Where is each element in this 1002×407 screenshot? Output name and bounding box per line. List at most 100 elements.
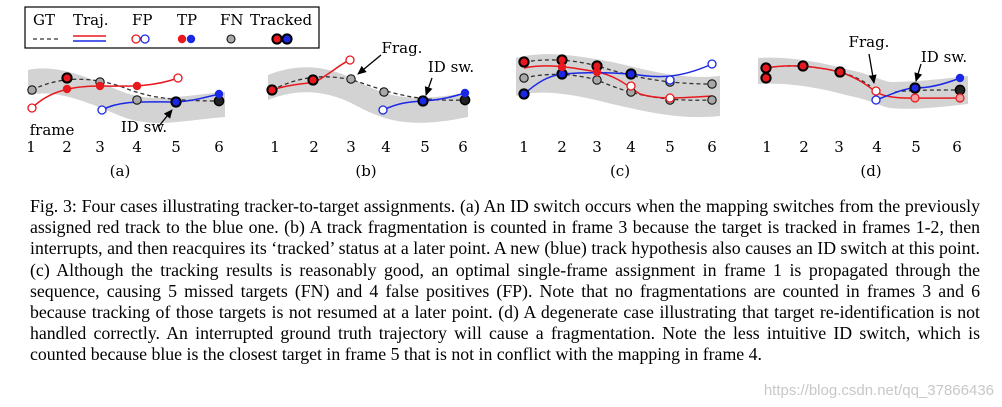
legend-tp-label: TP [177,11,197,29]
panel-a-gt-line [31,78,221,102]
legend-gt-label: GT [33,11,55,29]
panel-c-tp-marker [557,62,567,72]
panel-a-tracked-marker [170,96,182,108]
panel-d-frag-label: Frag. [849,33,890,51]
panel-a-gt-marker [27,85,37,95]
panel-d-gt-line-right [894,89,961,93]
panel-a-gt-band [28,68,225,123]
legend-tracked-red-marker [271,33,283,45]
panel-a-tp-marker [62,84,72,94]
panel-c-frame-tick: 2 [557,138,567,156]
panel-a-frame-label: frame [30,121,75,139]
legend-fn-marker [226,34,236,44]
panel-b-tracked-marker [307,74,319,86]
figure-caption: Fig. 3: Four cases illustrating tracker-… [30,196,980,366]
legend-tp-blue-marker [186,34,196,44]
panel-a-frame-tick: 6 [214,138,224,156]
panel-c-fp-marker [707,59,717,69]
panel-a-fp-marker [97,105,107,115]
panel-b-fp-marker [345,55,355,65]
panel-a-tracked-marker [61,72,73,84]
panel-a: frame ID sw. 1 2 3 4 5 6 (a) [26,68,225,180]
panel-c-gt-marker [592,75,602,85]
panel-d-frame-tick: 2 [799,138,809,156]
panel-c: 1 2 3 4 5 6 (c) [516,54,720,180]
panel-c-gt-band [516,54,720,118]
panel-b-frame-tick: 2 [309,138,319,156]
panel-d-frame-tick: 6 [952,138,962,156]
panel-c-frame-tick: 1 [519,138,529,156]
panel-c-fp-marker [626,81,636,91]
panel-b-tp-marker [460,88,470,98]
panel-d-frame-tick: 1 [762,138,772,156]
panel-a-caption-letter: (a) [110,162,131,180]
panel-c-gt-marker [707,79,717,89]
panel-c-gt-marker [519,73,529,83]
panel-b-gt-marker [346,74,356,84]
panel-d-tracked-marker [954,84,966,96]
panel-a-gt-marker [132,95,142,105]
legend-fp-blue-marker [140,34,150,44]
panel-a-frame-tick: 4 [132,138,142,156]
panel-b-frame-tick: 4 [381,138,391,156]
panel-b-frame-tick: 5 [420,138,430,156]
legend-traj-label: Traj. [73,11,109,29]
panel-c-frame-tick: 3 [592,138,602,156]
panel-b-gt-marker [379,87,389,97]
panel-b-frame-tick: 6 [458,138,468,156]
panel-c-tp-marker [592,67,602,77]
panel-c-tracked-marker [518,88,530,100]
panel-c-tracked-marker [625,68,637,80]
panel-d-fp-marker [871,86,881,96]
watermark-url: https://blog.csdn.net/qq_37866436 [763,382,994,399]
panel-c-fp-marker [665,93,675,103]
panel-d-tracked-marker [760,62,772,74]
legend-fp-red-marker [131,34,141,44]
panel-d-tracked-marker [797,60,809,72]
panel-d-frame-tick: 3 [834,138,844,156]
panel-a-frame-tick: 1 [26,138,36,156]
panel-b-idsw-arrow [424,77,433,96]
panel-b-frame-tick: 1 [270,138,280,156]
panel-c-frame-tick: 6 [707,138,717,156]
panel-a-tp-marker [95,81,105,91]
panel-c-frame-tick: 4 [626,138,636,156]
panel-d-caption-letter: (d) [860,162,881,180]
legend-tracked-blue-marker [281,33,293,45]
legend-fn-label: FN [220,11,244,29]
panel-a-fp-marker [27,103,37,113]
panel-d-tp-marker [955,73,965,83]
panel-a-frame-tick: 5 [171,138,181,156]
panel-d-frag-arrow [868,53,877,84]
figure-caption-text: Fig. 3: Four cases illustrating tracker-… [30,196,980,365]
panel-c-tracked-marker [518,56,530,68]
panel-b-frag-arrow [357,54,382,75]
panel-b-tracked-marker [266,84,278,96]
panel-d-gt-line-left [765,65,871,87]
panel-d-frame-tick: 4 [872,138,882,156]
panel-a-tp-marker [214,89,224,99]
panel-d-frame-tick: 5 [911,138,921,156]
panel-a-fp-marker [173,73,183,83]
panel-d-idsw-label: ID sw. [921,48,967,66]
panel-b: Frag. ID sw. 1 2 3 4 5 6 (b) [266,39,474,180]
panel-c-frame-tick: 5 [665,138,675,156]
figure: GT Traj. FP TP FN Tracked [0,0,1002,200]
panel-b-frame-tick: 3 [346,138,356,156]
panel-d-tracked-marker [909,82,921,94]
panel-b-idsw-label: ID sw. [428,58,474,76]
panel-a-tp-marker [132,81,142,91]
panel-d-fp-marker [955,93,965,103]
legend-tp-red-marker [177,34,187,44]
panel-d-idsw-arrow [914,63,923,82]
panel-b-tracked-marker [417,95,429,107]
panel-b-caption-letter: (b) [355,162,376,180]
panel-a-idsw-arrow [158,109,173,127]
panel-c-caption-letter: (c) [610,162,630,180]
panel-b-fp-marker [378,105,388,115]
panel-d: Frag. ID sw. 1 2 3 4 5 6 (d) [758,33,968,180]
figure-canvas: GT Traj. FP TP FN Tracked [24,6,968,180]
panel-c-fp-marker [665,75,675,85]
panel-d-fp-marker [871,95,881,105]
panel-d-fp-marker [910,93,920,103]
